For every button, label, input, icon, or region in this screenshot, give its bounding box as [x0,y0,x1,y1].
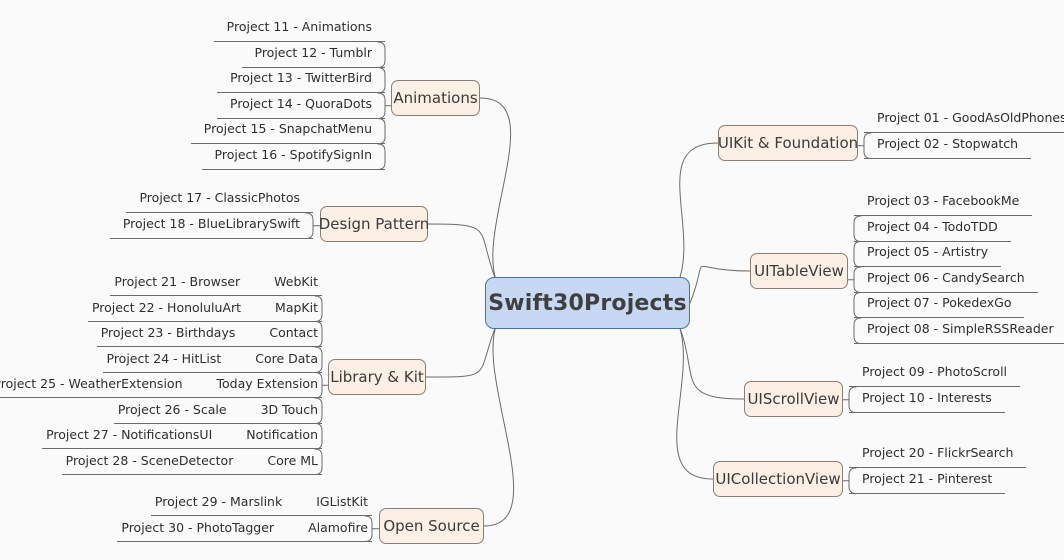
leaf-item[interactable]: Project 21 - Browser WebKit [110,271,322,296]
leaf-project-label: Project 21 - Pinterest [862,470,993,486]
leaf-project-label: Project 01 - GoodAsOldPhones [877,110,1064,126]
leaf-project-label: Project 03 - FacebookMe [867,193,1020,209]
central-node-label: Swift30Projects [488,290,687,316]
leaf-project-label: Project 07 - PokedexGo [867,295,1012,311]
leaf-item[interactable]: Project 02 - Stopwatch [864,134,1032,159]
leaf-item[interactable]: Project 08 - SimpleRSSReader [854,319,1064,344]
leaf-item[interactable]: Project 23 - Birthdays Contact [96,322,322,347]
leaf-project-label: Project 17 - ClassicPhotos [139,190,300,206]
leaf-kit-label: Alamofire [308,519,368,535]
leaf-item[interactable]: Project 01 - GoodAsOldPhones [864,108,1064,133]
leaf-kit-label: IGListKit [316,494,368,509]
leaf-item[interactable]: Project 07 - PokedexGo [854,293,1025,318]
branch-node-label: UIKit & Foundation [717,134,859,152]
leaf-project-label: Project 09 - PhotoScroll [862,364,1008,380]
leaf-item[interactable]: Project 24 - HitList Core Data [102,348,322,373]
leaf-item[interactable]: Project 17 - ClassicPhotos [126,188,313,213]
leaf-item[interactable]: Project 09 - PhotoScroll [849,362,1021,387]
leaf-item[interactable]: Project 27 - NotificationsUI Notification [42,424,322,449]
leaf-kit-label: 3D Touch [260,401,318,417]
leaf-project-label: Project 21 - Browser [114,274,241,289]
branch-node-label: Library & Kit [330,368,424,386]
leaf-project-label: Project 27 - NotificationsUI [46,427,213,442]
branch-node-label: Animations [393,89,478,107]
leaf-project-label: Project 23 - Birthdays [100,325,236,340]
leaf-project-label: Project 04 - TodoTDD [867,218,998,234]
leaf-item[interactable]: Project 03 - FacebookMe [854,191,1033,216]
leaf-project-label: Project 20 - FlickrSearch [862,445,1014,461]
leaf-item[interactable]: Project 30 - PhotoTagger Alamofire [117,517,372,542]
leaf-item[interactable]: Project 22 - HonoluluArt MapKit [87,297,322,322]
branch-node-uiscrollview[interactable]: UIScrollView [744,381,843,417]
leaf-item[interactable]: Project 14 - QuoraDots [217,94,385,119]
leaf-item[interactable]: Project 29 - Marslink IGListKit [150,491,372,516]
leaf-kit-label: Today Extension [216,376,319,391]
branch-node-open-source[interactable]: Open Source [379,508,484,544]
leaf-project-label: Project 02 - Stopwatch [877,135,1019,151]
leaf-item[interactable]: Project 26 - Scale 3D Touch [113,399,322,424]
branch-node-uicollectionview[interactable]: UICollectionView [713,461,843,497]
leaf-kit-label: MapKit [275,299,318,315]
leaf-item[interactable]: Project 16 - SpotifySignIn [201,145,385,170]
central-node[interactable]: Swift30Projects [485,277,690,329]
leaf-kit-label: WebKit [274,274,318,289]
leaf-item[interactable]: Project 25 - WeatherExtension Today Exten… [0,373,322,398]
leaf-project-label: Project 10 - Interests [862,389,992,405]
leaf-item[interactable]: Project 10 - Interests [849,388,1005,413]
branch-node-label: UIScrollView [747,390,840,408]
leaf-item[interactable]: Project 15 - SnapchatMenu [190,119,385,144]
leaf-item[interactable]: Project 18 - BlueLibrarySwift [109,214,313,239]
leaf-project-label: Project 08 - SimpleRSSReader [867,320,1054,336]
leaf-kit-label: Contact [269,325,318,340]
leaf-project-label: Project 15 - SnapchatMenu [203,121,372,137]
leaf-project-label: Project 16 - SpotifySignIn [214,146,372,162]
leaf-project-label: Project 06 - CandySearch [867,269,1025,285]
branch-node-label: Open Source [383,517,480,535]
branch-node-design-pattern[interactable]: Design Pattern [318,206,430,242]
leaf-item[interactable]: Project 11 - Animations [213,17,385,42]
leaf-project-label: Project 26 - Scale [117,401,227,417]
leaf-project-label: Project 05 - Artistry [867,244,989,260]
leaf-item[interactable]: Project 12 - Tumblr [241,43,385,68]
leaf-kit-label: Core Data [255,350,318,366]
leaf-kit-label: Notification [246,427,318,442]
leaf-project-label: Project 14 - QuoraDots [230,95,372,111]
leaf-project-label: Project 29 - Marslink [154,494,283,509]
branch-node-uitableview[interactable]: UITableView [750,253,848,289]
leaf-project-label: Project 22 - HonoluluArt [91,299,242,315]
leaf-project-label: Project 25 - WeatherExtension [0,376,183,391]
leaf-project-label: Project 28 - SceneDetector [65,452,234,468]
branch-node-animations[interactable]: Animations [391,80,480,116]
leaf-item[interactable]: Project 13 - TwitterBird [217,68,385,93]
leaf-item[interactable]: Project 20 - FlickrSearch [849,443,1027,468]
branch-node-label: UICollectionView [715,470,841,488]
leaf-project-label: Project 12 - Tumblr [254,44,373,60]
leaf-item[interactable]: Project 06 - CandySearch [854,268,1038,293]
leaf-item[interactable]: Project 28 - SceneDetector Core ML [61,450,322,475]
leaf-project-label: Project 11 - Animations [226,19,372,35]
leaf-project-label: Project 24 - HitList [106,350,222,366]
branch-node-uikit-and-foundation[interactable]: UIKit & Foundation [718,125,858,161]
branch-node-label: Design Pattern [318,215,430,233]
leaf-item[interactable]: Project 04 - TodoTDD [854,217,1011,242]
leaf-item[interactable]: Project 21 - Pinterest [849,469,1006,494]
leaf-project-label: Project 13 - TwitterBird [230,70,372,86]
branch-node-label: UITableView [754,262,844,280]
leaf-project-label: Project 30 - PhotoTagger [121,519,275,535]
leaf-project-label: Project 18 - BlueLibrarySwift [122,215,300,231]
leaf-kit-label: Core ML [267,452,318,468]
branch-node-library-and-kit[interactable]: Library & Kit [328,359,426,395]
leaf-item[interactable]: Project 05 - Artistry [854,242,1002,267]
